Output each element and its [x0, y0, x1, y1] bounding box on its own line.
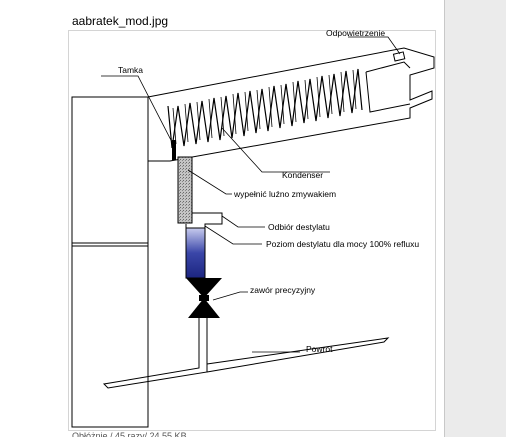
column-body — [71, 96, 149, 428]
label-dam: Tamka — [118, 65, 143, 75]
condenser-coil — [167, 68, 363, 149]
dam — [172, 140, 176, 160]
label-vent: Odpowietrzenie — [326, 28, 385, 38]
label-valve: zawór precyzyjny — [250, 285, 316, 295]
label-packing: wypełnić luźno zmywakiem — [233, 189, 336, 199]
condenser-housing — [147, 47, 435, 162]
page-background-strip — [445, 0, 506, 437]
distillate-level — [185, 227, 206, 279]
label-return: Powrót — [306, 344, 333, 354]
return-line — [102, 318, 390, 389]
condenser-coil-inner — [172, 69, 357, 145]
attachment-file-info: Obłóżnie / 45 razy/ 24,55 KB — [72, 431, 187, 437]
packed-tube — [177, 156, 193, 224]
label-condenser: Kondenser — [282, 170, 323, 180]
label-takeoff: Odbiór destylatu — [268, 222, 330, 232]
leader-lines — [101, 36, 401, 353]
attachment-filename-link[interactable]: aabratek_mod.jpg — [72, 14, 169, 28]
label-level: Poziom destylatu dla mocy 100% refluxu — [266, 239, 419, 249]
precision-valve — [186, 278, 222, 318]
